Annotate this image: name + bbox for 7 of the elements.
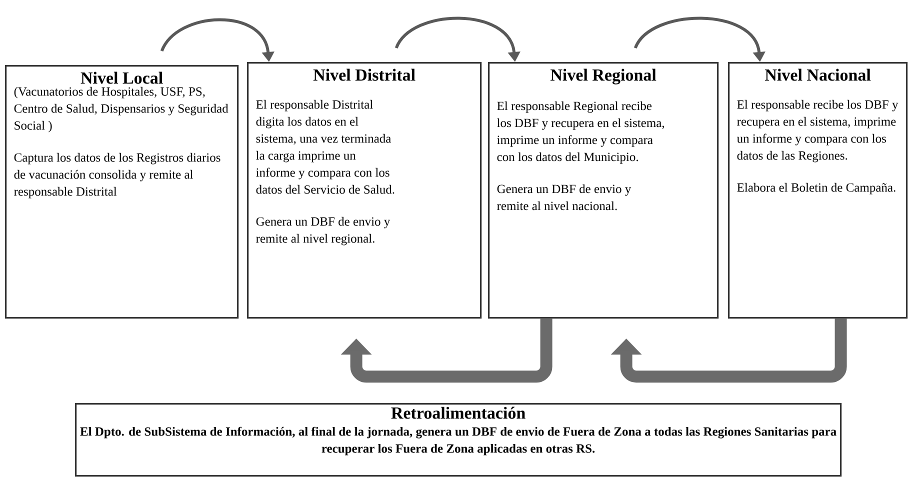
arrow (340, 318, 552, 383)
feedback-box: Retroalimentación El Dpto. de SubSistema de Información, al final de la jornada, genera un DBF de envio de Fuera de Zona a todas las Regiones Sanitarias para recuperar los Fuera de Zona aplicadas en otras RS. (75, 403, 842, 477)
arrow (610, 318, 847, 383)
level-box: Nivel Regional El responsable Regional recibe los DBF y recupera en el sistema, imprime un informe y compara con los datos del Municipio. Genera un DBF de envio y remite al nivel nacional. (488, 62, 719, 319)
level-box: Nivel Nacional El responsable recibe los DBF y recupera en el sistema, imprime un informe y compara con los datos de las Regiones. Elabora el Boletin de Campaña. (728, 62, 908, 319)
level-box: Nivel Distrital El responsable Distrital digita los datos en el sistema, una vez terminada la carga imprime un informe y compara con los datos del Servicio de Salud. Genera un DBF de envio y remite al nivel regional. (247, 62, 482, 319)
level-box: Nivel Local (Vacunatorios de Hospitales, USF, PS, Centro de Salud, Dispensarios y Seguridad Social ) Captura los datos de los Registros diarios de vacunación consolida y remite al responsable Distrital (5, 65, 239, 319)
